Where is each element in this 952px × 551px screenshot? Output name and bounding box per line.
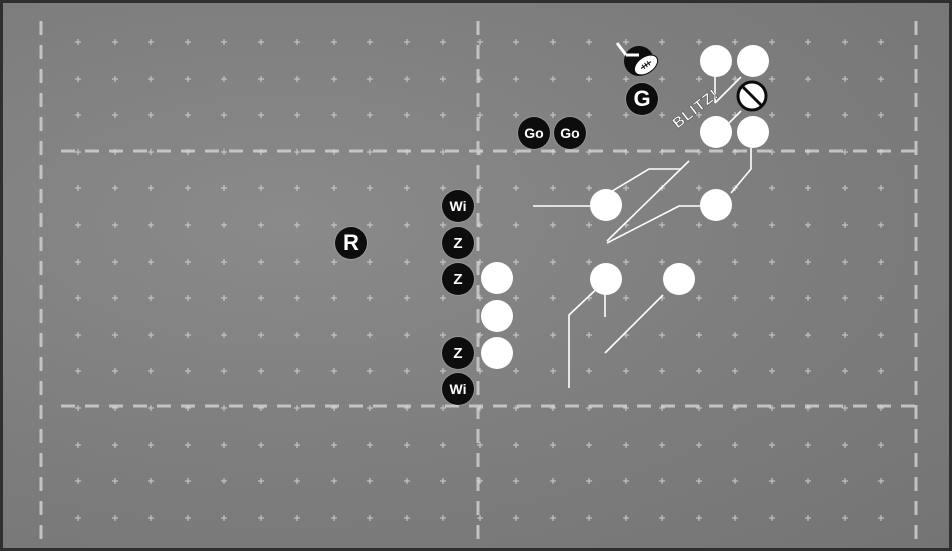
route-line	[604, 294, 664, 354]
player-token-go[interactable]: Go	[554, 117, 586, 149]
field-markings	[39, 21, 918, 548]
route-line	[606, 160, 690, 242]
player-circle[interactable]	[700, 189, 732, 221]
ball-carrier-marker	[615, 42, 659, 76]
route-line	[714, 76, 742, 104]
player-token-z[interactable]: Z	[442, 263, 474, 295]
football-icon	[633, 54, 659, 76]
player-circle[interactable]	[481, 300, 513, 332]
grid-crosses	[75, 39, 884, 521]
player-token-z[interactable]: Z	[442, 337, 474, 369]
player-token-g[interactable]: G	[626, 83, 658, 115]
player-circle[interactable]	[700, 116, 732, 148]
player-token-wi[interactable]: Wi	[442, 373, 474, 405]
player-circle[interactable]	[737, 45, 769, 77]
route-line	[730, 148, 752, 194]
route-line	[568, 280, 606, 388]
player-circle[interactable]	[663, 263, 695, 295]
player-token-go[interactable]: Go	[518, 117, 550, 149]
player-circle[interactable]	[737, 116, 769, 148]
player-circle[interactable]	[700, 45, 732, 77]
player-token-wi[interactable]: Wi	[442, 190, 474, 222]
player-token-z[interactable]: Z	[442, 227, 474, 259]
player-circle[interactable]	[590, 189, 622, 221]
player-circle[interactable]	[590, 263, 622, 295]
route-line	[606, 205, 703, 244]
prohibited-icon	[736, 80, 768, 112]
player-circle[interactable]	[481, 262, 513, 294]
player-circle[interactable]	[481, 337, 513, 369]
route-line	[608, 168, 681, 194]
player-token-r[interactable]: R	[335, 227, 367, 259]
